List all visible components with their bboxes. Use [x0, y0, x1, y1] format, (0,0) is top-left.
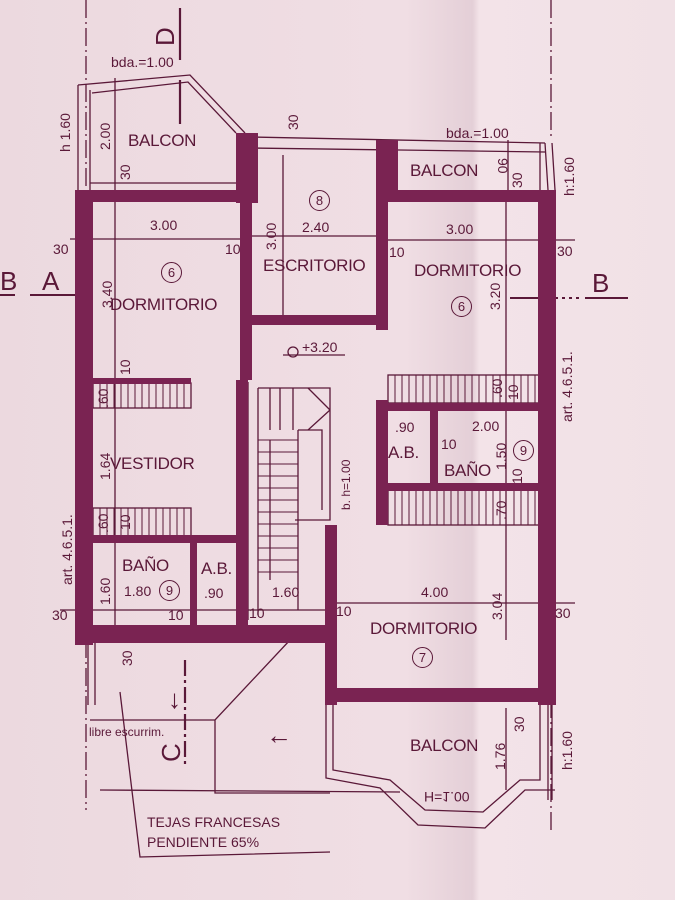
dim-label: 30 [555, 605, 571, 621]
stair-rail-label: b. h=1.00 [339, 459, 353, 510]
arrow-down-icon: ↓ [168, 684, 181, 714]
dim-label: 10 [168, 607, 184, 623]
article-label: art. 4.6.5.1. [559, 351, 575, 422]
dim-label: 4.00 [421, 584, 449, 600]
level-label: +3.20 [302, 339, 338, 355]
arrow-left-icon: ← [266, 720, 292, 750]
room-number-badge: 9 [159, 580, 180, 601]
dim-label: 30 [117, 164, 133, 180]
dim-label: 3.00 [150, 217, 178, 233]
drain-note: libre escurrim. [89, 725, 165, 739]
room-number-badge: 7 [412, 647, 433, 668]
section-marker-b-left: B [0, 266, 18, 296]
dim-label: 2.00 [472, 418, 500, 434]
room-number-badge: 6 [161, 262, 182, 283]
dim-label: 30 [53, 241, 69, 257]
room-label-balcon: BALCON [410, 736, 479, 755]
dim-label: 1.60 [97, 577, 113, 605]
dim-label: .60 [489, 378, 505, 398]
height-label: h:1.60 [561, 157, 577, 196]
room-label-ab: A.B. [201, 559, 232, 578]
article-label: art. 4.6.5.1. [59, 514, 75, 585]
room-label-dormitorio: DORMITORIO [110, 295, 218, 314]
dim-label: 3.40 [99, 280, 115, 308]
dim-label: 3.00 [263, 222, 279, 250]
dim-label: 3.04 [489, 592, 505, 620]
dim-label: 30 [509, 172, 525, 188]
dim-label: 1.76 [492, 742, 508, 770]
room-label-dormitorio: DORMITORIO [370, 619, 478, 638]
dim-label: 10 [336, 603, 352, 619]
dim-label: 10 [441, 436, 457, 452]
room-label-balcon: BALCON [128, 131, 197, 150]
room-number-badge: 8 [309, 190, 330, 211]
height-label: h:1.60 [559, 731, 575, 770]
section-marker-b: B [592, 268, 610, 298]
dim-label: 90 [495, 158, 511, 174]
section-marker-c: C [156, 743, 186, 762]
dim-label: 1.80 [124, 583, 152, 599]
room-label-vestidor: VESTIDOR [110, 454, 195, 473]
dim-label: .90 [395, 419, 415, 435]
section-marker-d: D [150, 27, 180, 46]
room-label-bano: BAÑO [122, 556, 169, 575]
room-label-escritorio: ESCRITORIO [263, 256, 366, 275]
dim-label: 30 [285, 114, 301, 130]
railing-label: H=1.00 [424, 789, 470, 805]
dim-label: .60 [95, 388, 111, 408]
roof-material-note: TEJAS FRANCESAS [147, 814, 281, 830]
dim-label: 1.64 [97, 452, 113, 480]
dim-label: 3.00 [446, 221, 474, 237]
railing-label: bda.=1.00 [111, 54, 174, 70]
room-label-ab: A.B. [388, 443, 419, 462]
dim-label: 10 [249, 605, 265, 621]
dim-label: 30 [52, 607, 68, 623]
dim-label: 10 [225, 241, 241, 257]
section-marker-a: A [42, 266, 60, 296]
dim-label: 1.60 [272, 584, 300, 600]
dim-label: .70 [493, 500, 509, 520]
room-label-bano: BAÑO [444, 461, 491, 480]
dim-label: 30 [557, 243, 573, 259]
dim-label: 10 [509, 468, 525, 484]
dim-label: 2.00 [97, 122, 113, 150]
dim-label: 1.50 [493, 442, 509, 470]
room-label-dormitorio: DORMITORIO [414, 261, 522, 280]
dim-label: 10 [505, 384, 521, 400]
room-label-balcon: BALCON [410, 161, 479, 180]
dim-label: 30 [511, 716, 527, 732]
railing-label: bda.=1.00 [446, 125, 509, 141]
roof-slope-note: PENDIENTE 65% [147, 834, 260, 850]
dim-label: 10 [117, 359, 133, 375]
height-label: h 1.60 [57, 113, 73, 152]
room-number-badge: 9 [513, 440, 534, 461]
dim-label: .90 [204, 585, 224, 601]
dim-label: 30 [119, 650, 135, 666]
room-number-badge: 6 [451, 296, 472, 317]
dim-label: .60 [95, 513, 111, 533]
dim-label: 10 [389, 244, 405, 260]
dim-label: 10 [117, 514, 133, 530]
dim-label: 2.40 [302, 219, 330, 235]
dim-label: 3.20 [487, 282, 503, 310]
